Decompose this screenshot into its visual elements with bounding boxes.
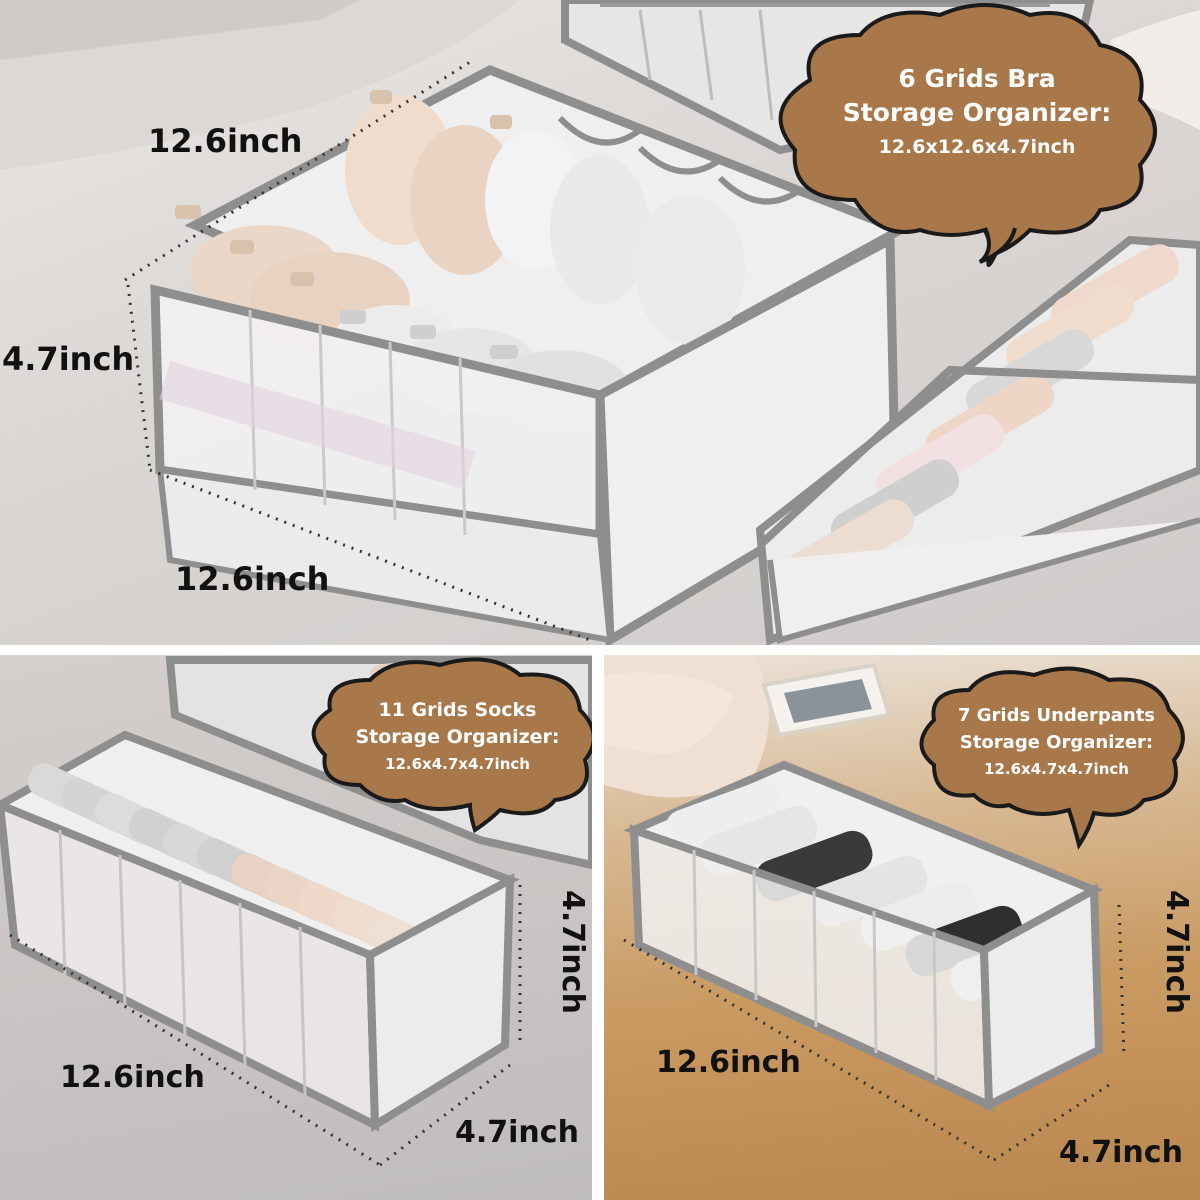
bra-box [150, 65, 911, 645]
socks-organizer-panel: 11 Grids Socks Storage Organizer: 12.6x4… [0, 655, 592, 1200]
bra-organizer-panel: 6 Grids Bra Storage Organizer: 12.6x12.6… [0, 0, 1200, 645]
socks-length-label: 12.6inch [60, 1060, 205, 1095]
bra-callout-line2: Storage Organizer: [842, 98, 1112, 127]
socks-callout-bubble [311, 657, 592, 834]
bra-callout-line3: 12.6x12.6x4.7inch [878, 136, 1076, 158]
underpants-length-label: 12.6inch [656, 1045, 801, 1080]
underpants-width-label: 4.7inch [1059, 1135, 1183, 1170]
socks-callout-line2: Storage Organizer: [355, 726, 560, 748]
underpants-height-label: 4.7inch [1159, 890, 1194, 1014]
underpants-organizer-panel: 7 Grids Underpants Storage Organizer: 12… [604, 655, 1200, 1200]
underpants-box [622, 760, 1104, 1112]
bra-bottom-width-label: 12.6inch [175, 560, 330, 598]
bra-callout-line1: 6 Grids Bra [898, 64, 1056, 93]
bra-organizer-photo [0, 0, 1200, 645]
socks-dimension-lines [9, 885, 522, 1167]
bra-callout-bubble [778, 3, 1157, 267]
underpants-callout-text: 7 Grids Underpants Storage Organizer: 12… [929, 702, 1184, 783]
socks-callout-line1: 11 Grids Socks [378, 699, 537, 721]
bra-height-label: 4.7inch [2, 340, 135, 378]
underpants-callout-line2: Storage Organizer: [959, 732, 1154, 753]
socks-organizer-photo [0, 656, 592, 1167]
underpants-callout-line1: 7 Grids Underpants [957, 705, 1156, 726]
bra-top-width-label: 12.6inch [148, 122, 303, 160]
socks-width-label: 4.7inch [455, 1115, 579, 1150]
underpants-callout-bubble [919, 666, 1185, 850]
socks-box-top [755, 235, 1200, 645]
socks-height-label: 4.7inch [555, 890, 590, 1014]
underpants-organizer-photo [604, 655, 1185, 1162]
underpants-callout-line3: 12.6x4.7x4.7inch [984, 760, 1129, 778]
photo-frame [761, 662, 892, 738]
socks-callout-line3: 12.6x4.7x4.7inch [385, 755, 530, 773]
socks-box [0, 730, 520, 1133]
bra-callout-text: 6 Grids Bra Storage Organizer: 12.6x12.6… [812, 62, 1142, 164]
socks-callout-text: 11 Grids Socks Storage Organizer: 12.6x4… [325, 697, 590, 778]
bra-dimension-lines [124, 60, 591, 642]
